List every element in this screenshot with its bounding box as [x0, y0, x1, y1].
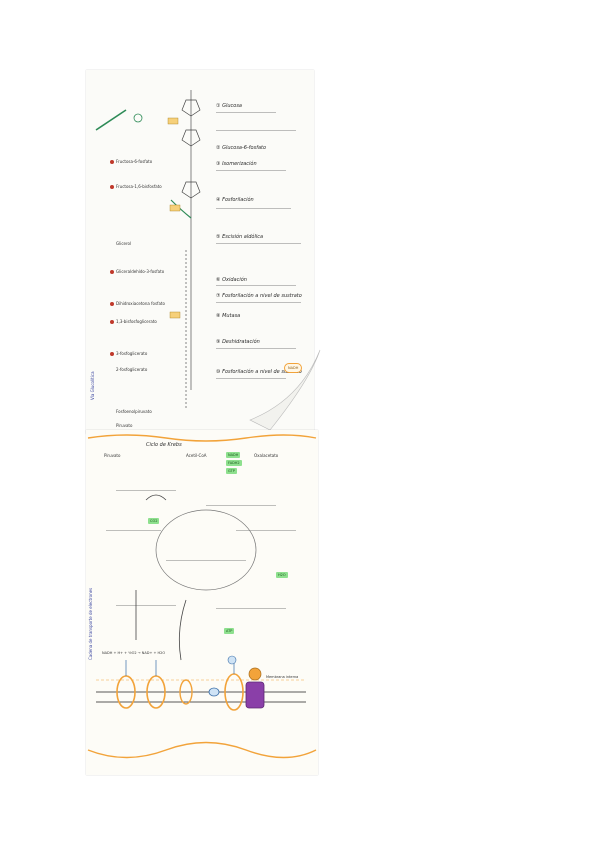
- orange-border: [87, 434, 317, 759]
- bullet-dot: [110, 160, 114, 164]
- equation-text: NADH + H+ + ½O2 → NAD+ + H2O: [102, 651, 166, 655]
- metabolite-label: 1,3-bisfosfoglicerato: [116, 319, 157, 324]
- metabolite-label: Dihidroxiacetona fosfato: [116, 301, 165, 306]
- handwriting-line: [216, 348, 296, 349]
- column-label: Acetil-CoA: [186, 453, 207, 458]
- step-note: ⑥ Oxidación: [216, 277, 247, 283]
- metabolite-label: Fosfoenolpiruvato: [116, 409, 152, 414]
- step-note: ② Glucosa-6-fosfato: [216, 145, 267, 151]
- notes-sheet-krebs: Ciclo de Krebs Piruvato Acetil-CoA Oxala…: [86, 430, 318, 775]
- badge-atp: ATP: [224, 628, 235, 634]
- bullet-dot: [110, 270, 114, 274]
- bullet-dot: [110, 352, 114, 356]
- badge-fadh2: FADH2: [226, 460, 242, 466]
- nadh-callout: NADH: [284, 363, 303, 373]
- handwriting-line: [216, 378, 286, 379]
- handwriting-line: [216, 130, 296, 131]
- handwriting-line: [216, 208, 291, 209]
- step-note: ⑧ Mutasa: [216, 313, 241, 319]
- bullet-dot: [110, 185, 114, 189]
- handwriting-line: [116, 605, 176, 606]
- handwriting-line: [216, 285, 296, 286]
- krebs-cycle-diagram: [135, 494, 257, 661]
- page-title: Ciclo de Krebs: [146, 442, 182, 448]
- badge-gtp: GTP: [226, 468, 237, 474]
- metabolite-label: Glicerol: [116, 241, 132, 246]
- pathway-arrows: [95, 90, 201, 410]
- metabolite-label: 2-fosfoglicerato: [116, 367, 148, 372]
- handwriting-line: [216, 112, 276, 113]
- handwriting-line: [206, 505, 276, 506]
- handwriting-line: [216, 302, 301, 303]
- step-note: ① Glucosa: [216, 103, 242, 109]
- handwriting-line: [236, 530, 296, 531]
- handwriting-line: [106, 530, 161, 531]
- metabolite-label: Fructosa-1,6-bisfosfato: [116, 184, 162, 189]
- column-label: Piruvato: [104, 453, 121, 458]
- handwriting-line: [216, 170, 286, 171]
- step-note: ③ Isomerización: [216, 161, 257, 167]
- metabolite-label: Gliceraldehído-3-fosfato: [116, 269, 165, 274]
- step-note: ⑤ Escisión aldólica: [216, 234, 264, 240]
- badge-h2o: H2O: [276, 572, 288, 578]
- metabolite-label: Fructosa-6-fosfato: [116, 159, 153, 164]
- handwriting-line: [216, 608, 286, 609]
- badge-co2: CO2: [148, 518, 160, 524]
- metabolite-label: 3-fosfoglicerato: [116, 351, 148, 356]
- step-note: ⑩ Fosforilación a nivel de sustrato: [216, 369, 302, 375]
- step-note: ⑨ Deshidratación: [216, 339, 260, 345]
- handwriting-line: [116, 490, 176, 491]
- step-note: ⑦ Fosforilación a nivel de sustrato: [216, 293, 302, 299]
- metabolite-label: Piruvato: [116, 423, 133, 428]
- handwriting-line: [216, 243, 301, 244]
- step-note: ④ Fosforilación: [216, 197, 254, 203]
- badge-nadh: NADH: [226, 452, 241, 458]
- bullet-dot: [110, 320, 114, 324]
- notes-sheet-glycolysis: Vía Glucolítica Fructosa-6-fosfato Fruct…: [86, 70, 314, 434]
- bullet-dot: [110, 302, 114, 306]
- membrane-caption: Membrana interna: [266, 675, 299, 679]
- handwriting-line: [166, 560, 246, 561]
- column-label: Oxalacetato: [254, 453, 279, 458]
- electron-transport-chain: [96, 655, 306, 711]
